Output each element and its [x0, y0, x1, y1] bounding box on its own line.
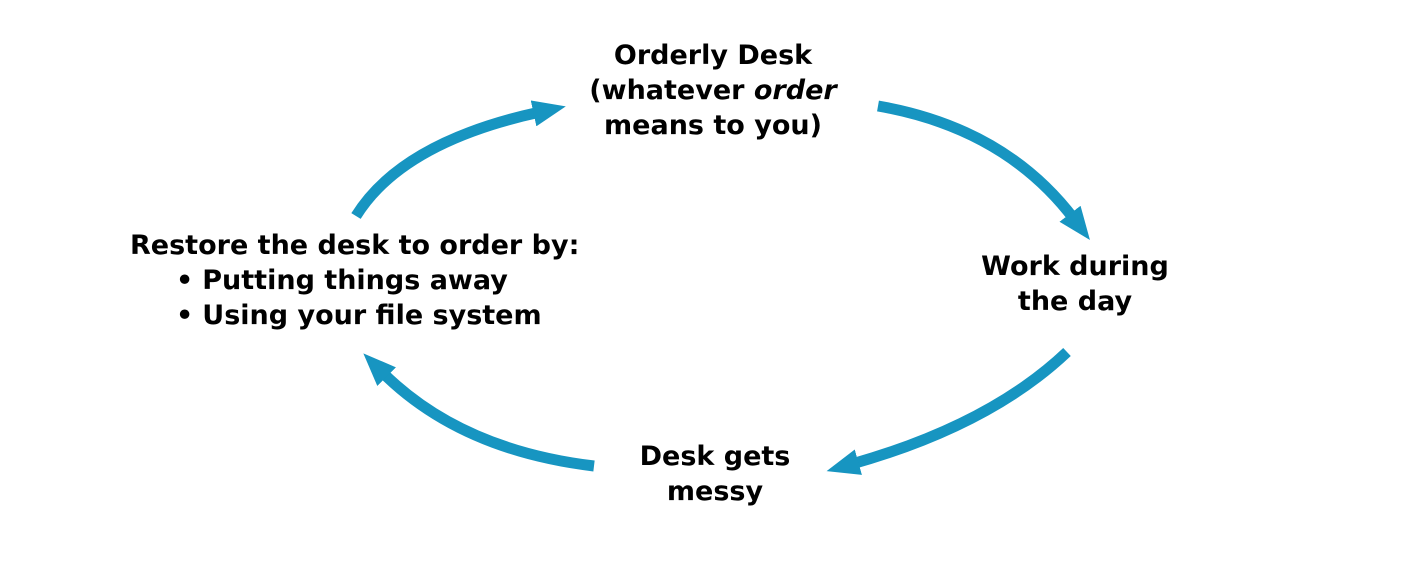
node-work-during-the-day: Work during the day [950, 249, 1200, 319]
arrow-restore-to-orderly-desk [351, 100, 566, 219]
node-restore-desk: Restore the desk to order by: • Putting t… [130, 228, 610, 333]
arrow-orderly-desk-to-work [877, 100, 1090, 241]
orderly-desk-line2: (whatever order [563, 73, 863, 108]
orderly-desk-line2-emphasis: order [753, 75, 837, 106]
desk-messy-line2: messy [666, 476, 764, 507]
desk-messy-line1: Desk gets [639, 441, 791, 472]
restore-desk-bullet-2-text: Using your file system [202, 300, 542, 331]
node-orderly-desk: Orderly Desk (whatever order means to yo… [563, 38, 863, 143]
bullet-icon: • [176, 265, 194, 296]
work-during-line1: Work during [981, 251, 1169, 282]
orderly-desk-line3: means to you) [604, 110, 822, 141]
restore-desk-heading: Restore the desk to order by: [130, 230, 580, 261]
arrow-desk-gets-messy-to-restore [363, 353, 595, 472]
restore-desk-bullet-2: • Using your file system [130, 298, 610, 333]
restore-desk-bullet-1-text: Putting things away [202, 265, 508, 296]
restore-desk-bullet-1: • Putting things away [130, 263, 610, 298]
orderly-desk-line2-pre: (whatever [589, 75, 754, 106]
work-during-line2: the day [1017, 286, 1133, 317]
bullet-icon: • [176, 300, 194, 331]
arrow-work-to-desk-gets-messy [826, 348, 1071, 475]
orderly-desk-line1: Orderly Desk [613, 40, 813, 71]
node-desk-gets-messy: Desk gets messy [590, 439, 840, 509]
